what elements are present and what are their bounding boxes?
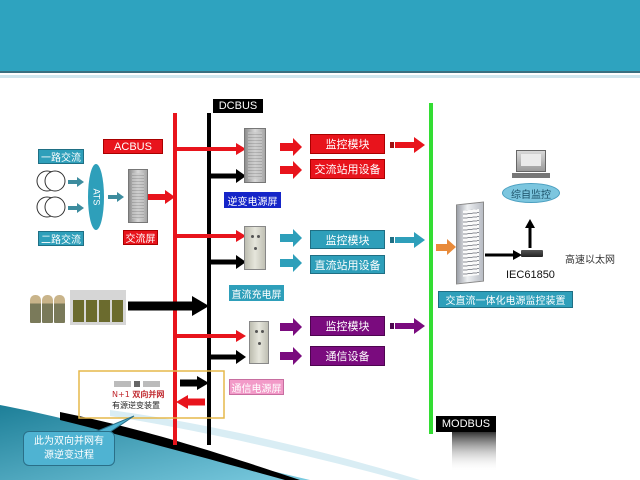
personnel-icon bbox=[30, 293, 66, 323]
orange-arrow bbox=[436, 239, 456, 255]
title-bar bbox=[0, 0, 640, 73]
inverter-cabinet bbox=[244, 128, 266, 183]
dc-arrows bbox=[280, 229, 425, 272]
modbus-label: MODBUS bbox=[436, 416, 496, 432]
dc-item-dc-equipment: 直流站用设备 bbox=[310, 255, 385, 274]
inverter-arrows bbox=[280, 137, 425, 179]
inverter-item-monitor: 监控模块 bbox=[310, 134, 385, 154]
network-switch-icon bbox=[521, 250, 543, 257]
ac-line1-label: 一路交流 bbox=[38, 149, 84, 164]
protocol-label: IEC61850 bbox=[506, 269, 555, 281]
bidirectional-frame bbox=[78, 370, 225, 419]
dc-feed-arrows bbox=[209, 169, 246, 364]
ats-switch: ATS bbox=[88, 164, 104, 230]
ac-panel-cabinet bbox=[128, 169, 148, 223]
bidirectional-label: 双向并网 bbox=[132, 390, 165, 399]
comm-item-monitor: 监控模块 bbox=[310, 316, 385, 336]
computer-base-icon bbox=[512, 173, 550, 178]
ac-panel-label: 交流屏 bbox=[123, 230, 158, 245]
inverter-item-ac-equipment: 交流站用设备 bbox=[310, 159, 385, 179]
ac-line2-label: 二路交流 bbox=[38, 231, 84, 246]
dc-charger-panel bbox=[244, 226, 266, 270]
computer-monitor-icon bbox=[516, 150, 546, 172]
monitor-device-cabinet bbox=[456, 201, 484, 285]
bidirectional-device-title: N+1 双向并网 bbox=[112, 389, 164, 400]
dc-panel-label: 直流充电屏 bbox=[229, 285, 284, 301]
battery-bank-icon bbox=[70, 290, 126, 325]
comm-power-panel bbox=[249, 321, 269, 364]
integrated-monitor-label: 综自监控 bbox=[502, 183, 560, 203]
dcbus-label: DCBUS bbox=[213, 99, 263, 113]
monitor-device-label: 交直流一体化电源监控装置 bbox=[438, 291, 573, 308]
n-plus-1-label: N+1 bbox=[112, 390, 130, 399]
inverter-panel-label: 逆变电源屏 bbox=[224, 192, 281, 208]
ethernet-label: 高速以太网 bbox=[565, 255, 615, 266]
transformer-icons bbox=[36, 170, 66, 218]
comm-panel-label: 通信电源屏 bbox=[229, 379, 284, 395]
inverter-device-icon bbox=[114, 381, 160, 387]
comm-item-communication: 通信设备 bbox=[310, 346, 385, 366]
callout-bubble: 此为双向并网有源逆变过程 bbox=[23, 431, 115, 466]
title-bar-shadow bbox=[0, 75, 640, 78]
dc-item-monitor: 监控模块 bbox=[310, 230, 385, 249]
ac-feed-arrows bbox=[175, 143, 246, 342]
comm-arrows bbox=[280, 318, 425, 365]
acbus-label: ACBUS bbox=[103, 139, 163, 154]
active-inverter-label: 有源逆变装置 bbox=[112, 401, 160, 410]
